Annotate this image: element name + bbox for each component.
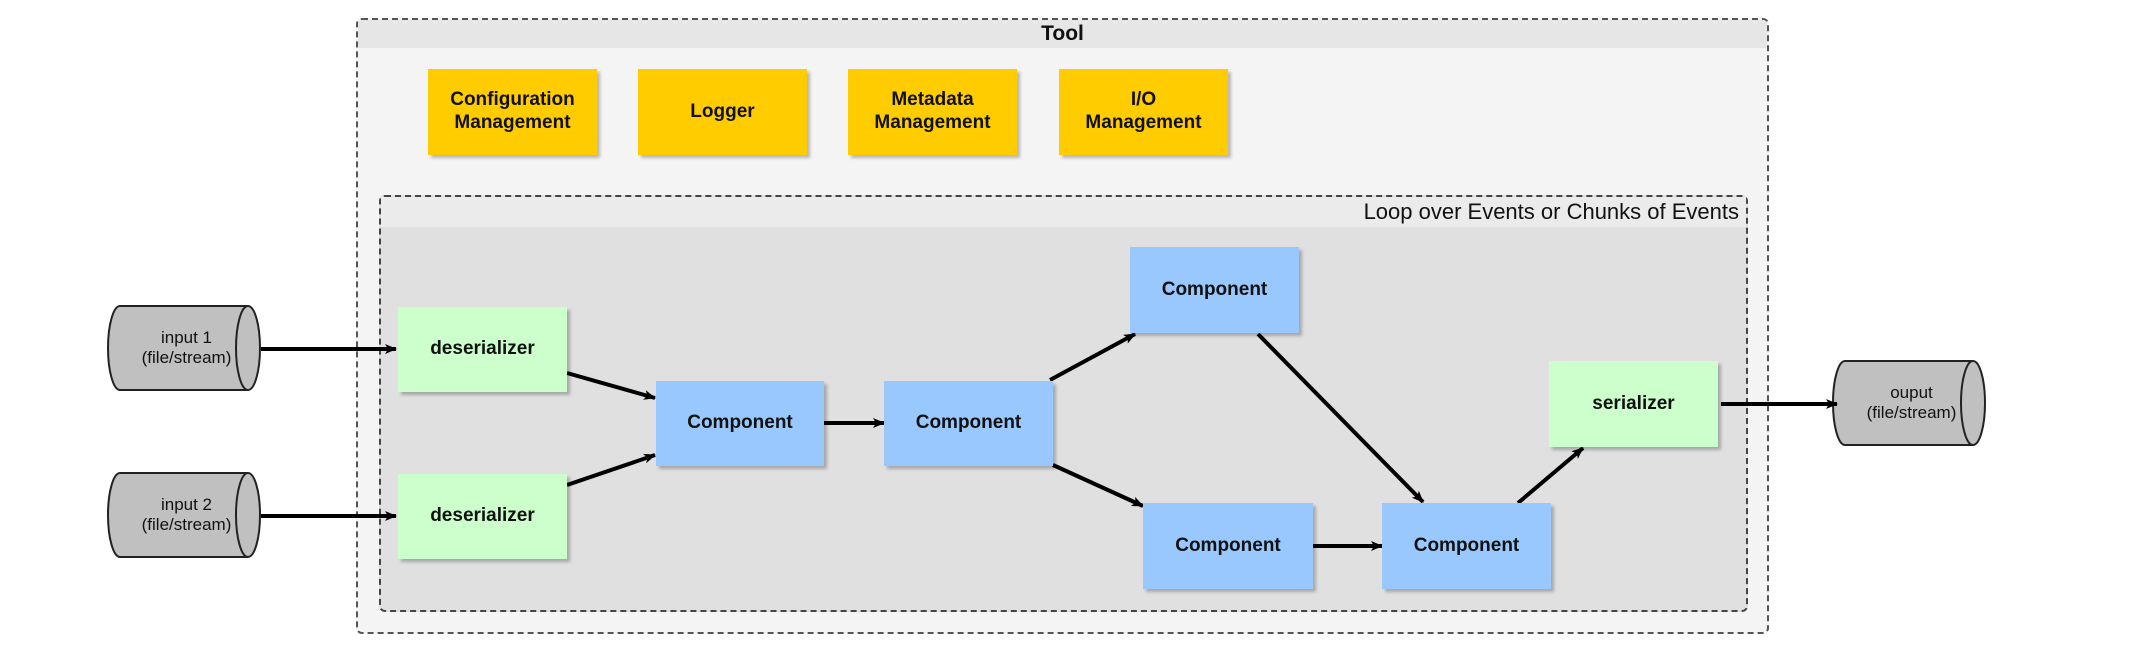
component-2-box: Component (884, 381, 1053, 466)
loop-title-bar (381, 197, 1746, 227)
serializer-box: serializer (1549, 361, 1718, 447)
arrow-component5-to-serializer (1516, 446, 1585, 505)
tool-title: Tool (1041, 22, 1084, 45)
arrow-component3-to-component5 (1256, 332, 1425, 504)
deserializer-1-box: deserializer (398, 307, 567, 392)
input-2-cylinder (107, 472, 261, 558)
arrow-component2-to-component4 (1052, 463, 1144, 508)
component-3-box: Component (1130, 247, 1299, 333)
input-1-label: input 1 (file/stream) (141, 328, 232, 367)
input-2-label: input 2 (file/stream) (141, 495, 232, 534)
io-management-box: I/O Management (1059, 69, 1228, 155)
component-4-box: Component (1143, 503, 1313, 589)
arrow-component2-to-component3 (1049, 332, 1136, 382)
metadata-management-box: Metadata Management (848, 69, 1017, 155)
input-1-cylinder (107, 305, 261, 391)
logger-box: Logger (638, 69, 807, 155)
component-1-box: Component (656, 381, 824, 466)
arrow-deserializer2-to-component1 (566, 453, 656, 487)
component-5-box: Component (1382, 503, 1551, 589)
output-cylinder (1832, 360, 1986, 446)
arrow-deserializer1-to-component1 (566, 371, 656, 400)
output-label: ouput (file/stream) (1866, 383, 1957, 422)
deserializer-2-box: deserializer (398, 474, 567, 559)
tool-title-bar (358, 20, 1767, 48)
loop-title: Loop over Events or Chunks of Events (1363, 199, 1739, 224)
config-management-box: Configuration Management (428, 69, 597, 155)
